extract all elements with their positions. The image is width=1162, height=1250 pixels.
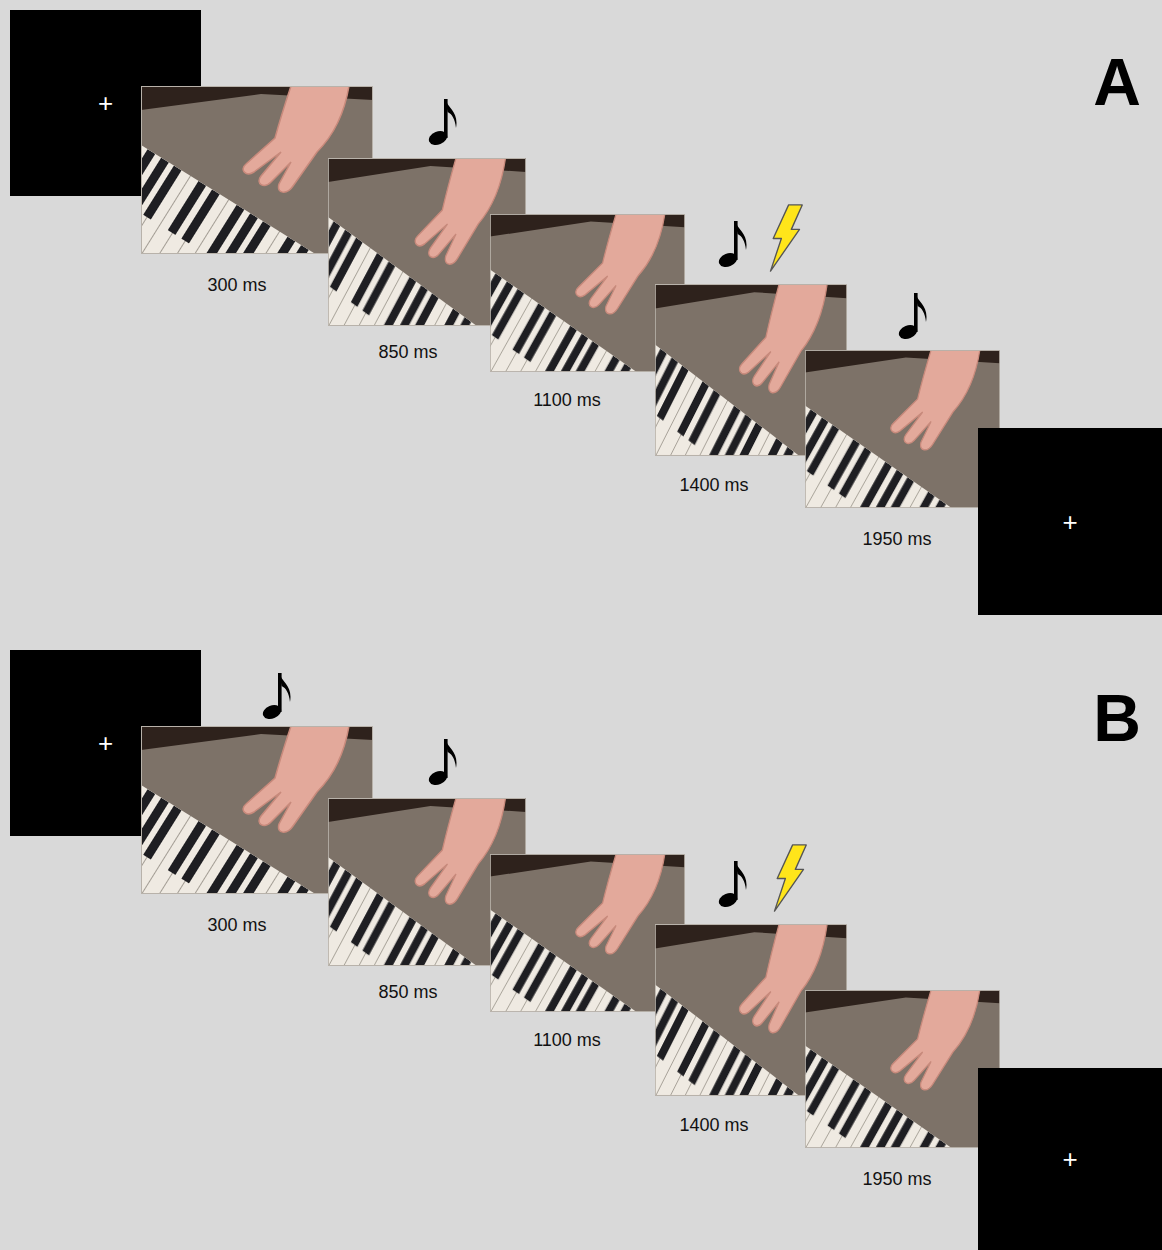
fixation-screen: [978, 1068, 1162, 1250]
time-label: 1100 ms: [533, 391, 601, 411]
music-note: [427, 99, 457, 148]
time-label: 1100 ms: [533, 1031, 601, 1051]
music-note: [427, 739, 457, 788]
time-label: 1400 ms: [679, 1116, 748, 1136]
fixation-cross: +: [98, 90, 113, 116]
time-label: 300 ms: [207, 276, 266, 296]
video-frame: [401, 854, 699, 1155]
panel-letter: B: [1093, 682, 1141, 755]
panel-letter: A: [1093, 46, 1141, 119]
fixation-cross: +: [98, 730, 113, 756]
time-label: 1950 ms: [862, 530, 931, 550]
time-label: 850 ms: [378, 343, 437, 363]
fixation-cross-screen: +: [10, 650, 201, 836]
time-label: 850 ms: [378, 983, 437, 1003]
video-frame: [716, 990, 1014, 1250]
time-label: 1400 ms: [679, 476, 748, 496]
fixation-cross-screen: +: [10, 10, 201, 196]
time-label: 300 ms: [207, 916, 266, 936]
fixation-screen: [978, 428, 1162, 615]
fixation-cross: +: [1062, 509, 1077, 535]
music-note: [261, 673, 291, 722]
music-note: [897, 293, 927, 342]
video-frame: [401, 214, 699, 515]
shock-bolt: [770, 205, 802, 271]
time-label: 1950 ms: [862, 1170, 931, 1190]
fixation-cross-screen: +: [978, 428, 1162, 615]
music-note: [717, 861, 747, 910]
music-note: [717, 221, 747, 270]
shock-bolt: [774, 845, 806, 911]
fixation-cross: +: [1062, 1146, 1077, 1172]
video-frame: [716, 350, 1014, 651]
fixation-cross-screen: +: [978, 1068, 1162, 1250]
